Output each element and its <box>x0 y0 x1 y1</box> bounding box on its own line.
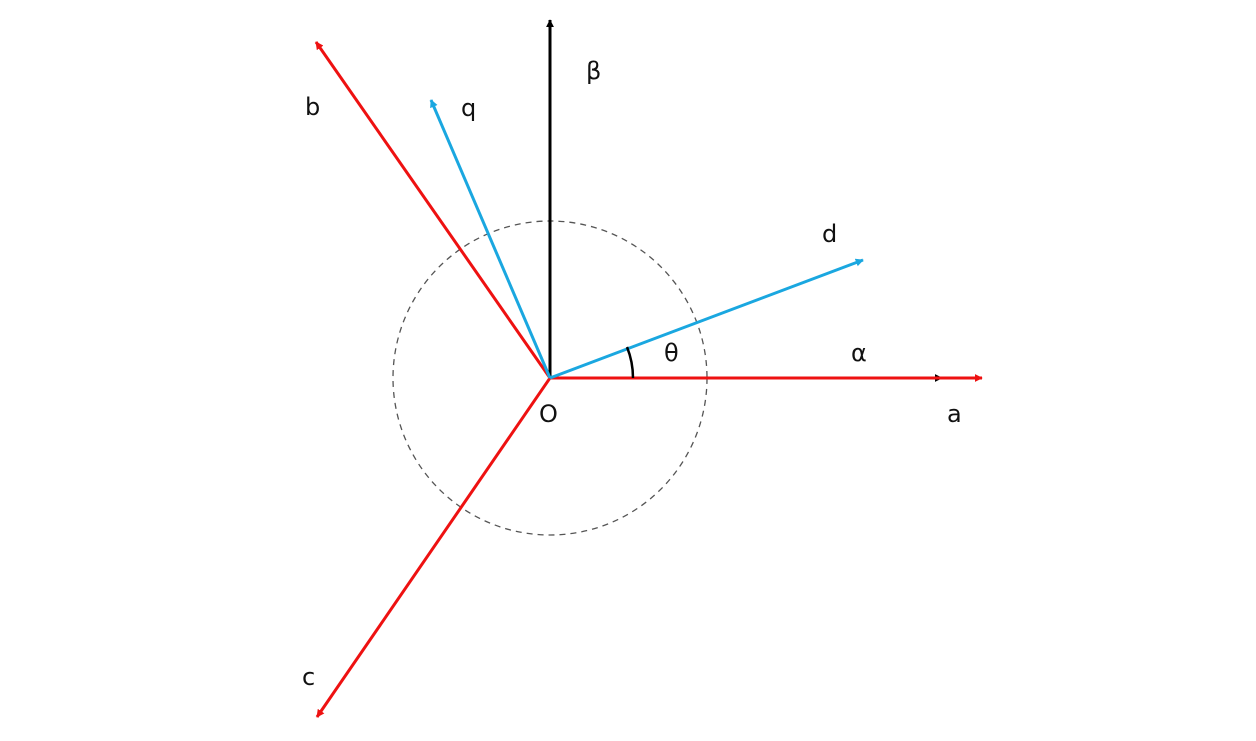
label-alpha: α <box>851 339 867 367</box>
label-b: b <box>305 93 320 121</box>
theta-angle-arc <box>625 346 635 379</box>
label-a: a <box>947 400 962 428</box>
label-origin: O <box>539 400 558 428</box>
label-q: q <box>461 94 476 122</box>
q-axis <box>429 99 552 379</box>
d-axis <box>549 258 864 380</box>
label-d: d <box>822 220 837 248</box>
label-beta: β <box>586 57 601 85</box>
label-c: c <box>302 663 315 691</box>
c-axis <box>315 377 552 718</box>
label-theta: θ <box>664 339 679 367</box>
b-axis <box>314 41 552 379</box>
